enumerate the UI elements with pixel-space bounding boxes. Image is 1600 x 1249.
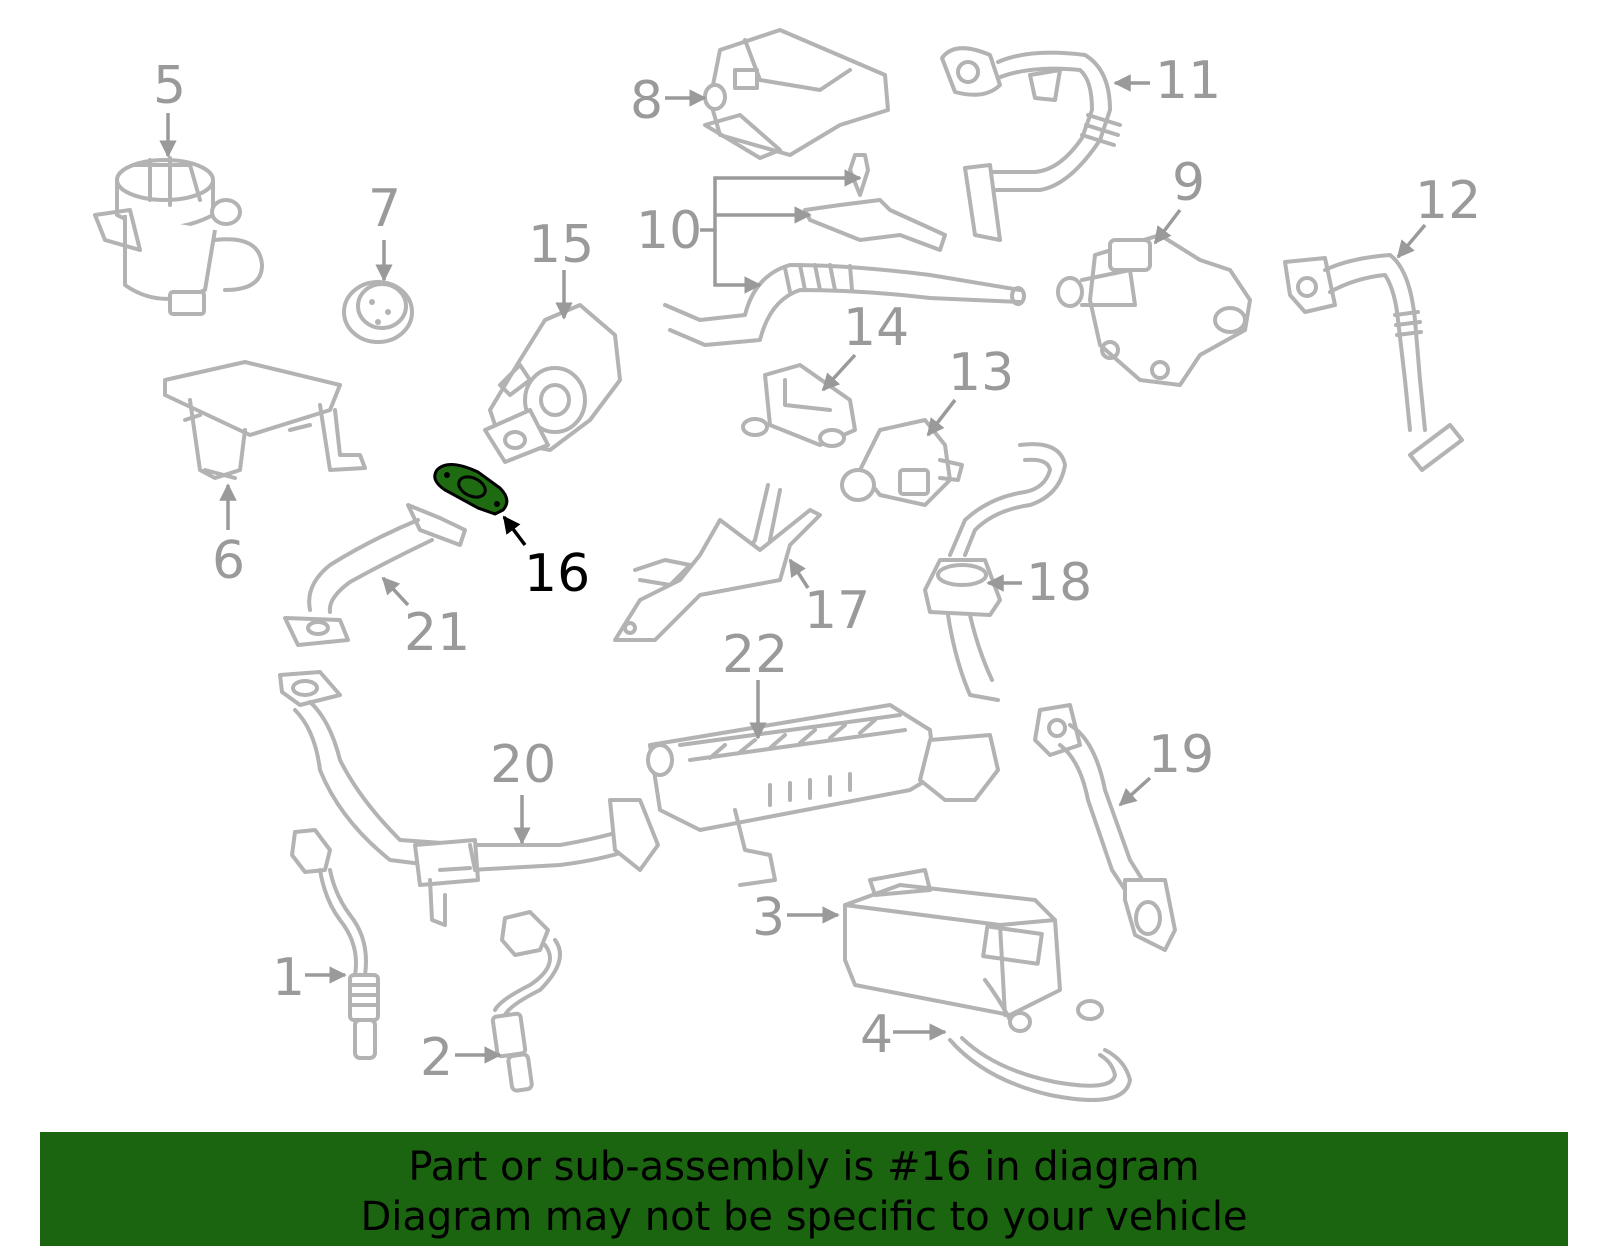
part-21-pipe[interactable] [283,503,467,647]
part-4-hose[interactable] [948,1036,1132,1102]
callout-11: 11 [1155,51,1221,111]
callout-14: 14 [843,298,909,358]
banner-line-1: Part or sub-assembly is #16 in diagram [408,1144,1200,1190]
part-1-sensor[interactable] [290,828,380,1060]
callout-19: 19 [1148,725,1214,785]
part-8-valve[interactable] [703,28,890,160]
part-12-pipe[interactable] [1283,253,1464,472]
callout-3: 3 [752,888,785,948]
callout-7: 7 [368,179,401,239]
part-3-canister[interactable] [843,868,1104,1033]
callouts: 5 7 6 8 11 9 12 10 15 14 13 16 21 17 18 [153,51,1481,1088]
part-19-pipe[interactable] [1033,703,1177,952]
callout-2: 2 [420,1028,453,1088]
part-20-pipe[interactable] [278,670,660,927]
callout-6: 6 [212,531,245,591]
callout-12: 12 [1415,171,1481,231]
callout-15: 15 [528,215,594,275]
info-banner: Part or sub-assembly is #16 in diagram D… [40,1132,1568,1246]
callout-5: 5 [153,56,186,116]
banner-line-2: Diagram may not be specific to your vehi… [360,1194,1248,1240]
callout-22: 22 [722,625,788,685]
part-15-valve[interactable] [483,303,622,464]
part-9-egr-valve[interactable] [1056,233,1252,387]
part-6-bracket[interactable] [163,360,367,480]
part-16-gasket[interactable] [433,463,509,516]
callout-4: 4 [860,1005,893,1065]
part-17-bracket[interactable] [613,483,822,642]
part-5-air-pump[interactable] [93,156,264,316]
callout-8: 8 [630,71,663,131]
callout-18: 18 [1026,553,1092,613]
part-2-sensor[interactable] [490,910,562,1093]
callout-20: 20 [490,735,556,795]
part-22-egr-cooler[interactable] [646,703,1000,887]
part-7-cap[interactable] [342,280,414,344]
part-18-hose[interactable] [923,442,1067,702]
part-13-vsv[interactable] [840,418,964,507]
part-11-pipe[interactable] [940,46,1122,242]
part-14-vsv[interactable] [741,363,857,448]
callout-9: 9 [1172,153,1205,213]
callout-13: 13 [948,343,1014,403]
callout-21: 21 [404,603,470,663]
callout-1: 1 [272,948,305,1008]
callout-16: 16 [524,544,590,604]
callout-10: 10 [636,201,702,261]
callout-17: 17 [804,581,870,641]
part-10-hose[interactable] [663,153,1026,347]
